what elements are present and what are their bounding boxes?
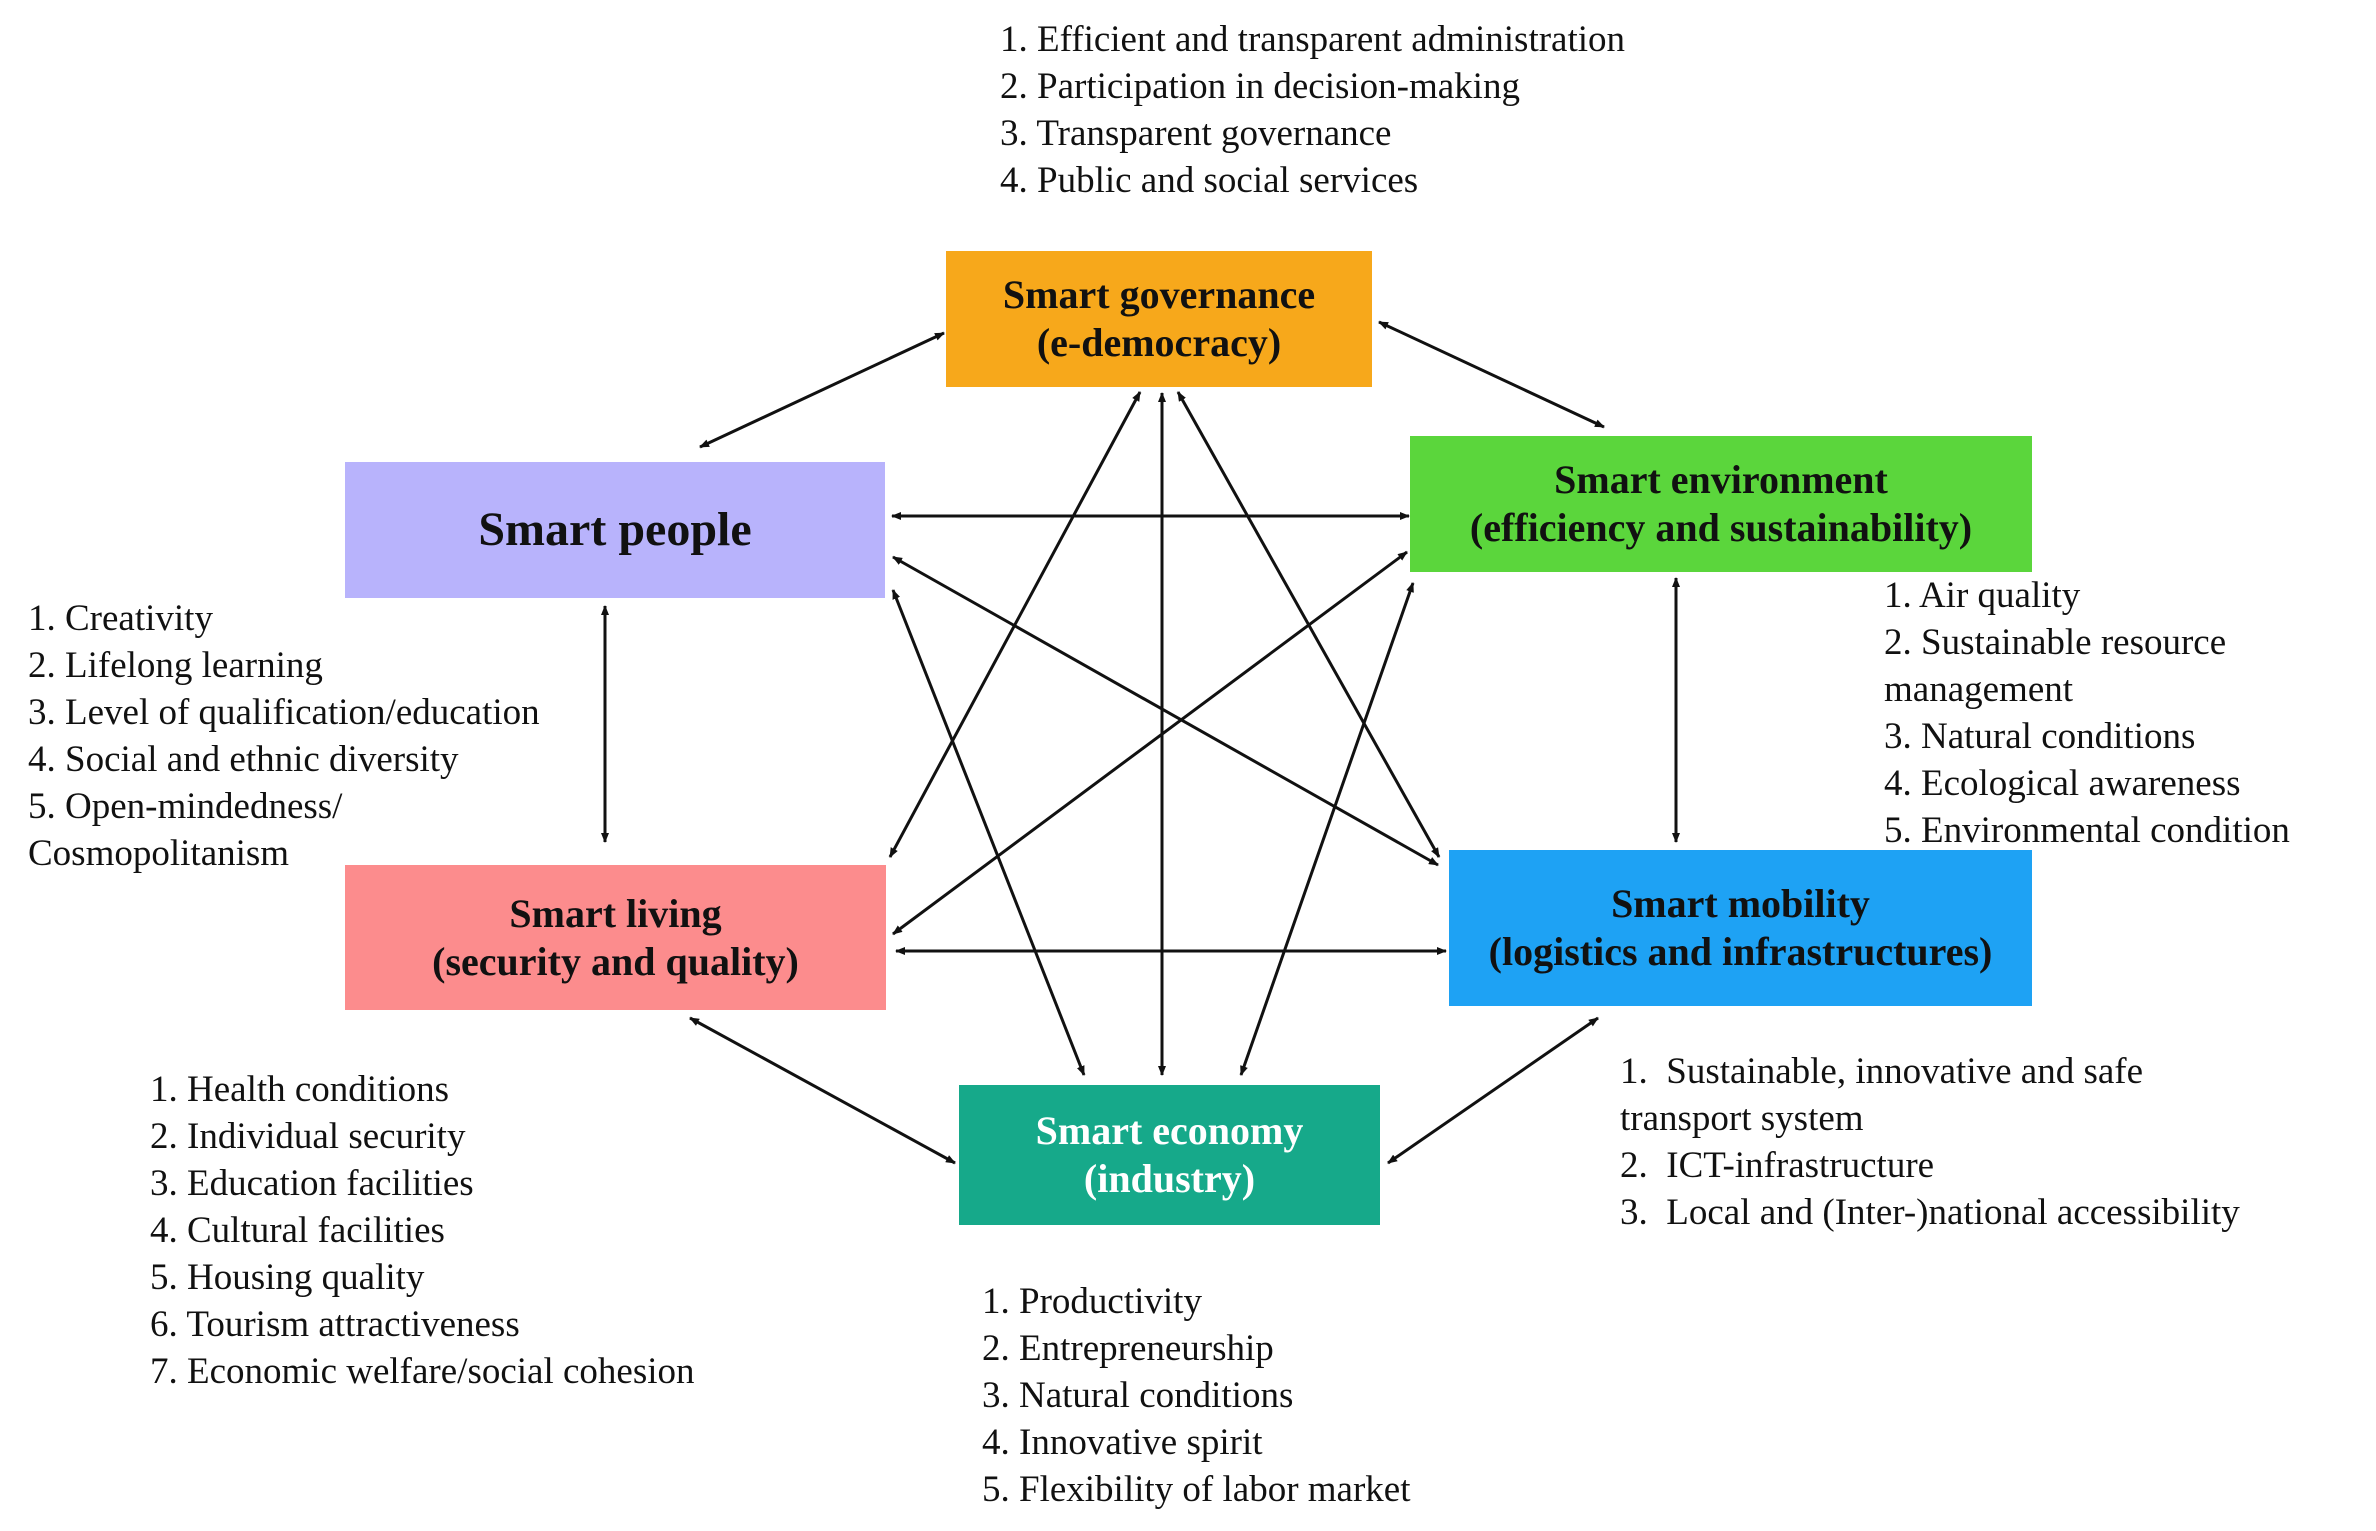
list-item: 4. Public and social services [1000, 160, 1419, 201]
list-item: 3. Education facilities [150, 1163, 474, 1204]
node-subtitle: (e-democracy) [1036, 320, 1282, 365]
arrow-living-economy [689, 1016, 956, 1165]
list-item: 2. Sustainable resource [1884, 622, 2227, 663]
arrow-governance-environment [1378, 320, 1605, 429]
list-item: Cosmopolitanism [28, 833, 290, 874]
list-item: 6. Tourism attractiveness [150, 1304, 520, 1345]
node-title: Smart living [509, 890, 722, 936]
node-smart-living: Smart living (security and quality) [345, 865, 886, 1010]
list-item: 3. Transparent governance [1000, 113, 1392, 154]
arrow-environment-living [892, 550, 1408, 936]
list-item: 1. Health conditions [150, 1069, 450, 1110]
list-item: 5. Open-mindedness/ [28, 786, 343, 827]
node-title: Smart environment [1554, 457, 1888, 502]
list-item: 3. Level of qualification/education [28, 692, 540, 733]
list-item: 4. Innovative spirit [982, 1422, 1263, 1463]
list-item: 4. Social and ethnic diversity [28, 739, 459, 780]
list-item: 1. Productivity [982, 1281, 1202, 1322]
list-item: 3. Natural conditions [1884, 716, 2196, 757]
node-subtitle: (efficiency and sustainability) [1469, 505, 1973, 550]
arrow-governance-people [699, 331, 945, 449]
list-item: 7. Economic welfare/social cohesion [150, 1351, 695, 1392]
arrow-environment-economy [1239, 582, 1415, 1076]
list-item: 2. ICT-infrastructure [1620, 1145, 1935, 1186]
list-item: 2. Lifelong learning [28, 645, 323, 686]
node-smart-people: Smart people [345, 462, 885, 598]
node-smart-mobility: Smart mobility (logistics and infrastruc… [1449, 850, 2032, 1006]
node-title: Smart mobility [1611, 881, 1870, 926]
economy-indicators-list: 1. Productivity 2. Entrepreneurship 3. N… [982, 1278, 1411, 1513]
node-smart-economy: Smart economy (industry) [959, 1085, 1380, 1225]
arrow-people-economy [891, 589, 1086, 1076]
list-item: management [1884, 669, 2074, 710]
list-item: 2. Individual security [150, 1116, 466, 1157]
list-item: 4. Cultural facilities [150, 1210, 445, 1251]
environment-indicators-list: 1. Air quality 2. Sustainable resource m… [1884, 572, 2290, 854]
list-item: 1. Air quality [1884, 575, 2081, 616]
list-item: transport system [1620, 1098, 1864, 1139]
node-title: Smart people [478, 503, 752, 556]
list-item: 5. Environmental condition [1884, 810, 2290, 851]
arrow-mobility-economy [1387, 1016, 1599, 1165]
node-title: Smart governance [1002, 272, 1316, 317]
list-item: 2. Entrepreneurship [982, 1328, 1274, 1369]
list-item: 5. Housing quality [150, 1257, 425, 1298]
list-item: 1. Sustainable, innovative and safe [1620, 1051, 2144, 1092]
list-item: 4. Ecological awareness [1884, 763, 2241, 804]
governance-indicators-list: 1. Efficient and transparent administrat… [1000, 16, 1625, 204]
people-indicators-list: 1. Creativity 2. Lifelong learning 3. Le… [28, 595, 540, 877]
living-indicators-list: 1. Health conditions 2. Individual secur… [150, 1066, 695, 1395]
node-subtitle: (industry) [1083, 1156, 1256, 1201]
node-subtitle: (logistics and infrastructures) [1488, 929, 1993, 974]
mobility-indicators-list: 1. Sustainable, innovative and safe tran… [1620, 1048, 2240, 1236]
node-subtitle: (security and quality) [432, 938, 799, 984]
list-item: 1. Creativity [28, 598, 213, 639]
list-item: 3. Local and (Inter-)national accessibil… [1620, 1192, 2240, 1233]
node-smart-environment: Smart environment (efficiency and sustai… [1410, 436, 2032, 572]
node-title: Smart economy [1035, 1108, 1304, 1153]
node-smart-governance: Smart governance (e-democracy) [946, 251, 1372, 387]
list-item: 5. Flexibility of labor market [982, 1469, 1411, 1510]
list-item: 1. Efficient and transparent administrat… [1000, 19, 1626, 60]
list-item: 2. Participation in decision-making [1000, 66, 1520, 107]
list-item: 3. Natural conditions [982, 1375, 1294, 1416]
